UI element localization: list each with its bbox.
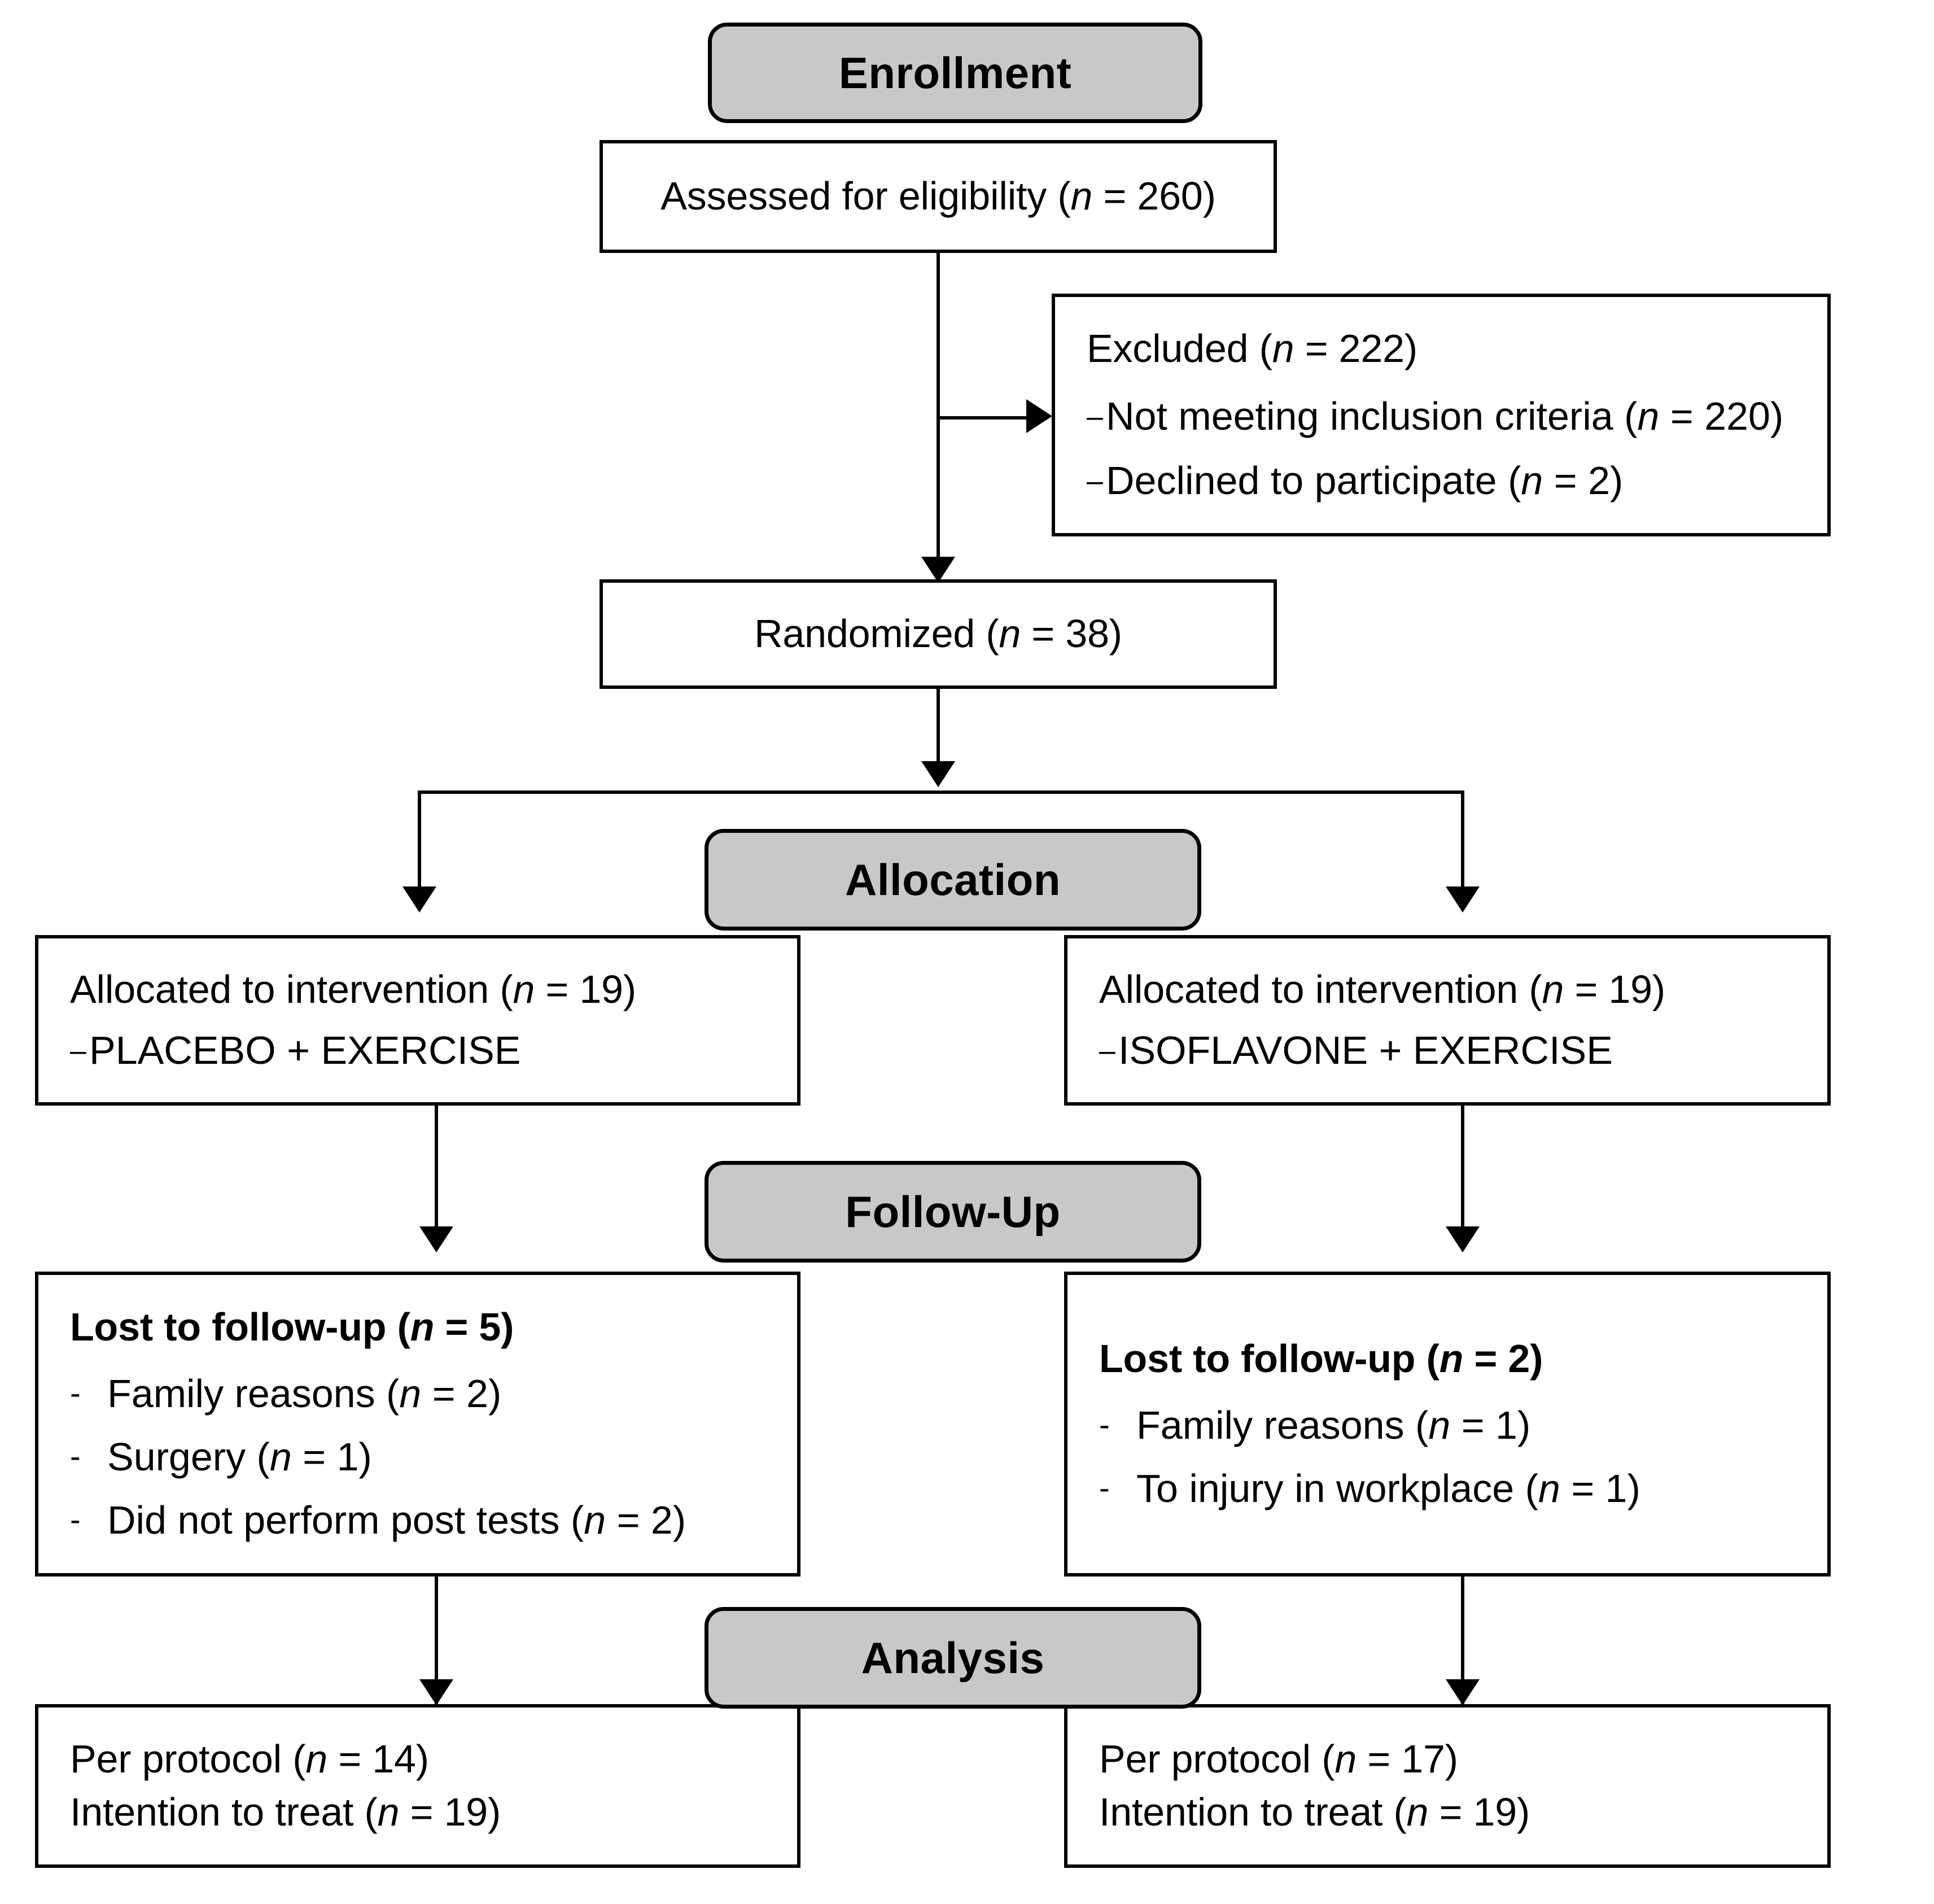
allocation-right-item-0: – ISOFLAVONE + EXERCISE bbox=[1099, 1024, 1810, 1077]
stage-label-enrollment: Enrollment bbox=[708, 23, 1202, 123]
arrow-down-split-tip bbox=[921, 761, 955, 787]
dash-bullet-icon: - bbox=[1099, 1407, 1110, 1443]
stage-label-enrollment-text: Enrollment bbox=[838, 47, 1072, 98]
allocation-right-item-0-text: ISOFLAVONE + EXERCISE bbox=[1118, 1028, 1613, 1072]
followup-right-reason-0-text: Family reasons (n = 1) bbox=[1136, 1403, 1531, 1448]
dash-bullet-icon: – bbox=[1087, 400, 1103, 434]
excluded-reason-1: – Declined to participate (n = 2) bbox=[1087, 455, 1810, 508]
connector-randomized-stem bbox=[937, 689, 940, 783]
node-analysis-right: Per protocol (n = 17) Intention to treat… bbox=[1064, 1704, 1831, 1868]
italic-n: n bbox=[269, 1435, 292, 1479]
arrow-down-right-analysis bbox=[1446, 1679, 1480, 1705]
dash-bullet-icon: - bbox=[70, 1375, 81, 1411]
italic-n: n bbox=[1428, 1403, 1451, 1448]
dash-bullet-icon: - bbox=[70, 1438, 81, 1474]
arrow-right-to-excluded bbox=[1026, 399, 1052, 433]
followup-left-heading: Lost to follow-up (n = 5) bbox=[70, 1305, 514, 1350]
connector-right-alloc-to-followup bbox=[1461, 1106, 1464, 1247]
italic-n: n bbox=[1334, 1737, 1357, 1781]
node-followup-right: Lost to follow-up (n = 2) - Family reaso… bbox=[1064, 1272, 1831, 1577]
analysis-left-line-1: Intention to treat (n = 19) bbox=[70, 1790, 501, 1834]
connector-split-horizontal bbox=[418, 791, 1464, 794]
arrow-down-left-allocation bbox=[402, 887, 436, 912]
node-assessed-for-eligibility: Assessed for eligibility (n = 260) bbox=[600, 140, 1277, 253]
followup-left-reason-0-text: Family reasons (n = 2) bbox=[107, 1372, 502, 1416]
dash-bullet-icon: – bbox=[70, 1034, 86, 1067]
node-allocation-right: Allocated to intervention (n = 19) – ISO… bbox=[1064, 935, 1831, 1106]
allocation-left-heading: Allocated to intervention (n = 19) bbox=[70, 967, 636, 1012]
followup-right-reason-1: - To injury in workplace (n = 1) bbox=[1099, 1462, 1810, 1516]
connector-to-excluded bbox=[937, 416, 1028, 420]
allocation-left-item-0-text: PLACEBO + EXERCISE bbox=[89, 1028, 521, 1072]
italic-n: n bbox=[1542, 967, 1564, 1012]
assessed-text: Assessed for eligibility (n = 260) bbox=[660, 174, 1216, 219]
followup-right-heading: Lost to follow-up (n = 2) bbox=[1099, 1337, 1543, 1381]
connector-left-followup-to-analysis bbox=[435, 1577, 438, 1706]
connector-split-right bbox=[1461, 791, 1464, 908]
stage-label-allocation: Allocation bbox=[705, 829, 1201, 931]
italic-n: n bbox=[584, 1497, 606, 1542]
arrow-down-to-randomized bbox=[921, 557, 955, 583]
node-excluded: Excluded (n = 222) – Not meeting inclusi… bbox=[1052, 294, 1831, 536]
node-allocation-left: Allocated to intervention (n = 19) – PLA… bbox=[35, 935, 800, 1106]
arrow-down-left-analysis bbox=[419, 1679, 453, 1705]
excluded-reason-0-text: Not meeting inclusion criteria (n = 220) bbox=[1106, 394, 1784, 439]
arrow-down-right-allocation bbox=[1446, 887, 1480, 912]
allocation-right-heading: Allocated to intervention (n = 19) bbox=[1099, 967, 1665, 1012]
italic-n: n bbox=[999, 612, 1021, 656]
followup-left-reason-1-text: Surgery (n = 1) bbox=[107, 1435, 372, 1479]
followup-right-reason-0: - Family reasons (n = 1) bbox=[1099, 1399, 1810, 1452]
excluded-heading: Excluded (n = 222) bbox=[1087, 326, 1417, 371]
italic-n: n bbox=[305, 1737, 328, 1781]
node-randomized: Randomized (n = 38) bbox=[600, 579, 1277, 689]
randomized-text: Randomized (n = 38) bbox=[754, 612, 1122, 656]
italic-n: n bbox=[410, 1305, 435, 1350]
arrow-down-right-followup bbox=[1446, 1226, 1480, 1252]
dash-bullet-icon: – bbox=[1099, 1034, 1115, 1067]
analysis-right-line-0: Per protocol (n = 17) bbox=[1099, 1737, 1458, 1781]
followup-right-reason-1-text: To injury in workplace (n = 1) bbox=[1136, 1466, 1640, 1510]
dash-bullet-icon: - bbox=[1099, 1469, 1110, 1505]
arrow-down-left-followup bbox=[419, 1226, 453, 1252]
stage-label-analysis: Analysis bbox=[705, 1607, 1201, 1709]
node-followup-left: Lost to follow-up (n = 5) - Family reaso… bbox=[35, 1272, 800, 1577]
analysis-left-line-0: Per protocol (n = 14) bbox=[70, 1737, 429, 1781]
connector-right-followup-to-analysis bbox=[1461, 1577, 1464, 1706]
allocation-left-item-0: – PLACEBO + EXERCISE bbox=[70, 1024, 780, 1077]
followup-left-reason-1: - Surgery (n = 1) bbox=[70, 1431, 780, 1484]
node-analysis-left: Per protocol (n = 14) Intention to treat… bbox=[35, 1704, 800, 1868]
stage-label-followup-text: Follow-Up bbox=[845, 1186, 1061, 1237]
stage-label-analysis-text: Analysis bbox=[861, 1632, 1045, 1683]
italic-n: n bbox=[1439, 1337, 1464, 1381]
connector-left-alloc-to-followup bbox=[435, 1106, 438, 1247]
excluded-reason-1-text: Declined to participate (n = 2) bbox=[1106, 458, 1624, 503]
italic-n: n bbox=[1637, 394, 1660, 439]
italic-n: n bbox=[1070, 174, 1093, 219]
italic-n: n bbox=[1406, 1790, 1429, 1834]
italic-n: n bbox=[1538, 1466, 1560, 1510]
stage-label-allocation-text: Allocation bbox=[845, 854, 1061, 905]
followup-left-reason-2-text: Did not perform post tests (n = 2) bbox=[107, 1497, 686, 1542]
analysis-right-line-1: Intention to treat (n = 19) bbox=[1099, 1790, 1530, 1834]
followup-left-reason-2: - Did not perform post tests (n = 2) bbox=[70, 1494, 780, 1547]
connector-split-left bbox=[418, 791, 421, 908]
excluded-reason-0: – Not meeting inclusion criteria (n = 22… bbox=[1087, 390, 1810, 443]
dash-bullet-icon: - bbox=[70, 1501, 81, 1537]
italic-n: n bbox=[513, 967, 535, 1012]
italic-n: n bbox=[1521, 458, 1543, 503]
italic-n: n bbox=[1272, 326, 1294, 371]
followup-left-reason-0: - Family reasons (n = 2) bbox=[70, 1368, 780, 1421]
stage-label-followup: Follow-Up bbox=[705, 1161, 1201, 1263]
dash-bullet-icon: – bbox=[1087, 464, 1103, 497]
italic-n: n bbox=[377, 1790, 400, 1834]
italic-n: n bbox=[399, 1372, 422, 1416]
